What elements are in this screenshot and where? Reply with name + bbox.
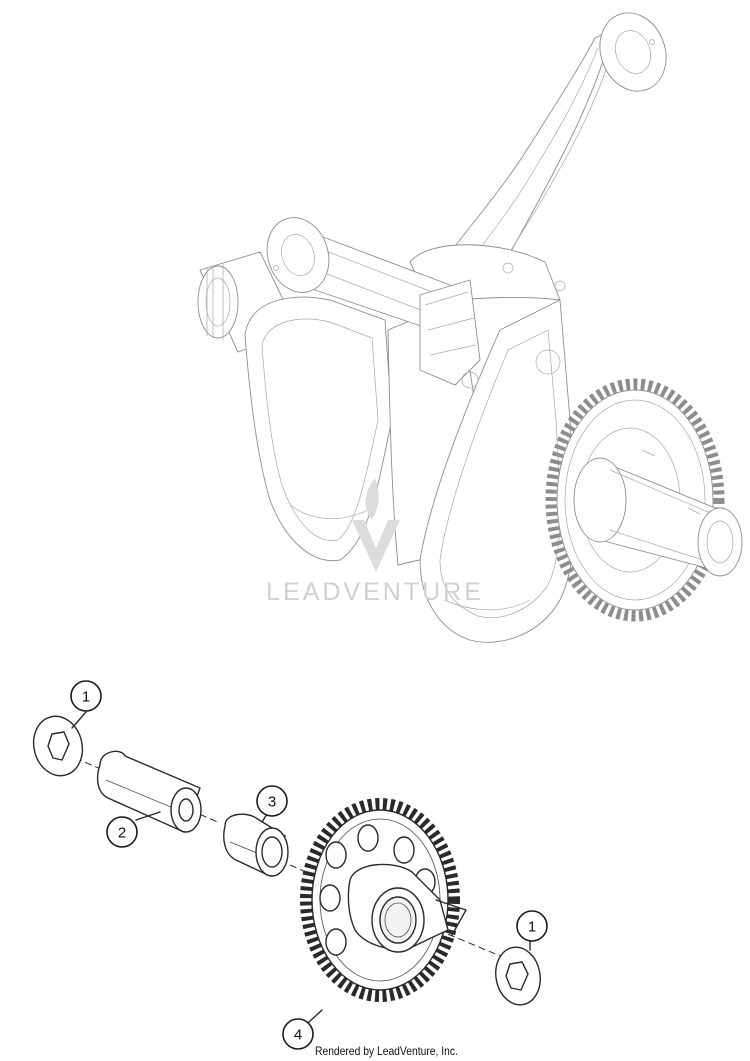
callout-label: 2 [118, 825, 126, 842]
thrust-washer-bottom [495, 946, 541, 1006]
callout-1-bottom: 1 [516, 910, 548, 942]
rendered-by-footer: Rendered by LeadVenture, Inc. [315, 1044, 458, 1058]
thrust-washer-top [32, 715, 84, 777]
callout-label: 4 [294, 1027, 302, 1044]
needle-bearing [223, 813, 289, 877]
callout-label: 3 [268, 794, 276, 811]
callout-2: 2 [106, 816, 138, 848]
callout-label: 1 [82, 689, 90, 706]
callout-leader-lines [71, 711, 531, 1035]
callout-3: 3 [256, 785, 288, 817]
leadventure-watermark: LEADVENTURE [266, 478, 484, 606]
callout-4: 4 [282, 1018, 314, 1050]
callout-label: 1 [528, 919, 536, 936]
connecting-rod-small [266, 217, 566, 389]
crankshaft-output-shaft [573, 449, 743, 577]
callout-1-top: 1 [70, 680, 102, 712]
balancer-shaft [96, 750, 202, 833]
assembly-axis-line [74, 757, 511, 961]
watermark-text: LEADVENTURE [266, 578, 484, 606]
balancer-gear [300, 798, 467, 1002]
exploded-balancer-parts: 1 2 3 1 4 [32, 680, 548, 1050]
connecting-rod [409, 12, 667, 306]
crankshaft-assembly: LEADVENTURE [197, 12, 743, 643]
